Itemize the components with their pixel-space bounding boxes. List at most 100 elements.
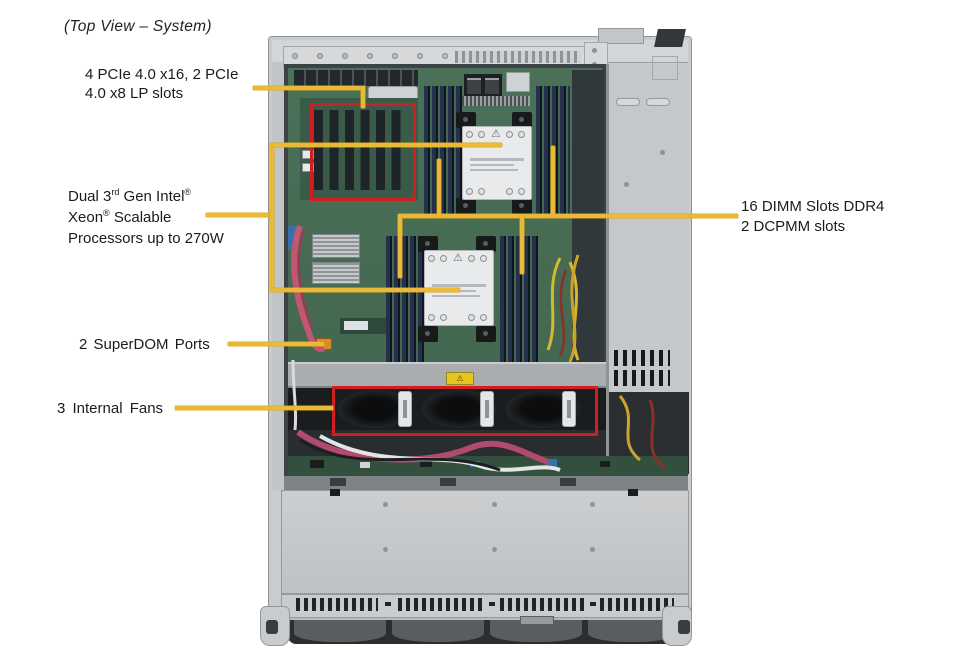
backplane-connector: [470, 461, 480, 467]
cpu1-screw: [518, 131, 525, 138]
rack-ear-hole: [266, 620, 278, 634]
chipset-heatsink: [312, 262, 360, 284]
riser-screw: [342, 53, 348, 59]
cpu-label: Dual 3rd Gen Intel® Xeon® Scalable Proce…: [68, 186, 224, 249]
pcie-callout-line-v: [361, 86, 365, 108]
chassis-rear-latch: [654, 29, 686, 47]
drive-latch-row: [284, 476, 688, 490]
riser-screw: [317, 53, 323, 59]
cpu1-screw: [506, 188, 513, 195]
cpu2-screw: [440, 255, 447, 262]
riser-screw: [367, 53, 373, 59]
vent-slots: [296, 598, 378, 611]
backplane-connector: [310, 460, 324, 468]
cover-screw: [383, 547, 388, 552]
riser-screw: [417, 53, 423, 59]
fan-latch: [398, 391, 412, 427]
cpu1-screw: [466, 188, 473, 195]
cpu1-mount-bracket: [456, 198, 476, 214]
backplane-connector: [600, 461, 610, 467]
dimm-label-line1: 16 DIMM Slots DDR4: [741, 198, 885, 215]
cpu2-screw: [440, 314, 447, 321]
vent-dash: [385, 602, 391, 606]
vent-slots: [500, 598, 584, 611]
cpu-callout-label-line: [206, 213, 272, 217]
cpu1-screw: [506, 131, 513, 138]
diagram-title: (Top View – System): [64, 18, 212, 35]
vrm-heatsink-fins: [452, 96, 530, 106]
rack-ear-hole: [678, 620, 690, 634]
pcie-slots-highlight: [310, 103, 416, 201]
cover-clip: [628, 489, 638, 496]
drive-front: [294, 620, 386, 644]
dimm-callout-tick-dn2: [520, 214, 524, 274]
dimm-callout-tick-up1: [437, 159, 441, 218]
drive-bay-cover: [281, 490, 689, 594]
cover-screw: [590, 502, 595, 507]
cover-clip: [330, 489, 340, 496]
rack-ear-left: [260, 606, 290, 646]
psu-bay-divider: [606, 64, 609, 470]
rack-ear-right: [662, 606, 692, 646]
riser-screw: [292, 53, 298, 59]
dimm-bank-cpu2-right: [500, 236, 538, 368]
cpu1-screw: [518, 188, 525, 195]
psu-handle-slot: [646, 98, 670, 106]
riser-vent-strip: [455, 51, 581, 63]
cover-screw: [383, 502, 388, 507]
cpu2-screw: [468, 255, 475, 262]
superdom-callout-line: [228, 342, 324, 346]
cpu2-label-line: [432, 295, 480, 297]
dimm-label-line2: 2 DCPMM slots: [741, 218, 846, 235]
cpu2-mount-bracket: [476, 236, 496, 252]
vent-dash: [489, 602, 495, 606]
chassis-top-tab: [598, 28, 644, 44]
cpu1-mount-bracket: [512, 198, 532, 214]
cpu1-screw: [478, 188, 485, 195]
cpu2-mount-bracket: [418, 236, 438, 252]
front-connector: [520, 616, 554, 625]
cpu2-screw: [468, 314, 475, 321]
cpu2-label-line: [432, 284, 486, 287]
backplane-connector: [420, 460, 432, 467]
pcie-slots: [314, 110, 406, 190]
cover-screw: [590, 547, 595, 552]
fan-latch: [562, 391, 576, 427]
drive-latch: [440, 478, 456, 486]
cpu1-label-line: [470, 158, 524, 161]
cover-screw: [492, 547, 497, 552]
dimm-callout-line-h: [398, 214, 738, 218]
psu-vent-grille: [614, 370, 670, 386]
cpu1-screw: [478, 131, 485, 138]
psu-screw: [660, 150, 665, 155]
cpu1-label-line: [470, 164, 514, 166]
nic-port: [467, 78, 481, 94]
cpu-callout-bracket-v: [270, 143, 274, 292]
fans-highlight: [332, 386, 598, 436]
dimm-callout-tick-up2: [551, 146, 555, 218]
drive-backplane: [288, 456, 688, 476]
vent-dash: [590, 602, 596, 606]
drive-latch: [560, 478, 576, 486]
drive-front: [392, 620, 484, 644]
psu-screw: [624, 182, 629, 187]
vent-slots: [398, 598, 484, 611]
drive-front: [588, 620, 676, 644]
cpu1-label-line: [470, 169, 518, 171]
warning-icon: ⚠: [453, 252, 463, 264]
vent-slots: [600, 598, 674, 611]
fan-latch: [480, 391, 494, 427]
warning-icon: ⚠: [491, 128, 501, 140]
pcie-slot-connector: [302, 150, 314, 159]
psu-handle-slot: [616, 98, 640, 106]
cpu1-screw: [466, 131, 473, 138]
fans-label: 3 Internal Fans: [57, 400, 164, 417]
cpu2-screw: [428, 255, 435, 262]
fans-callout-line: [175, 406, 333, 410]
blue-header: [288, 226, 298, 250]
cpu2-mount-bracket: [476, 326, 496, 342]
dimm-bank-cpu2-left: [386, 236, 424, 368]
board-label: [344, 321, 368, 330]
cpu-label-line2: Xeon® Scalable: [68, 208, 172, 227]
